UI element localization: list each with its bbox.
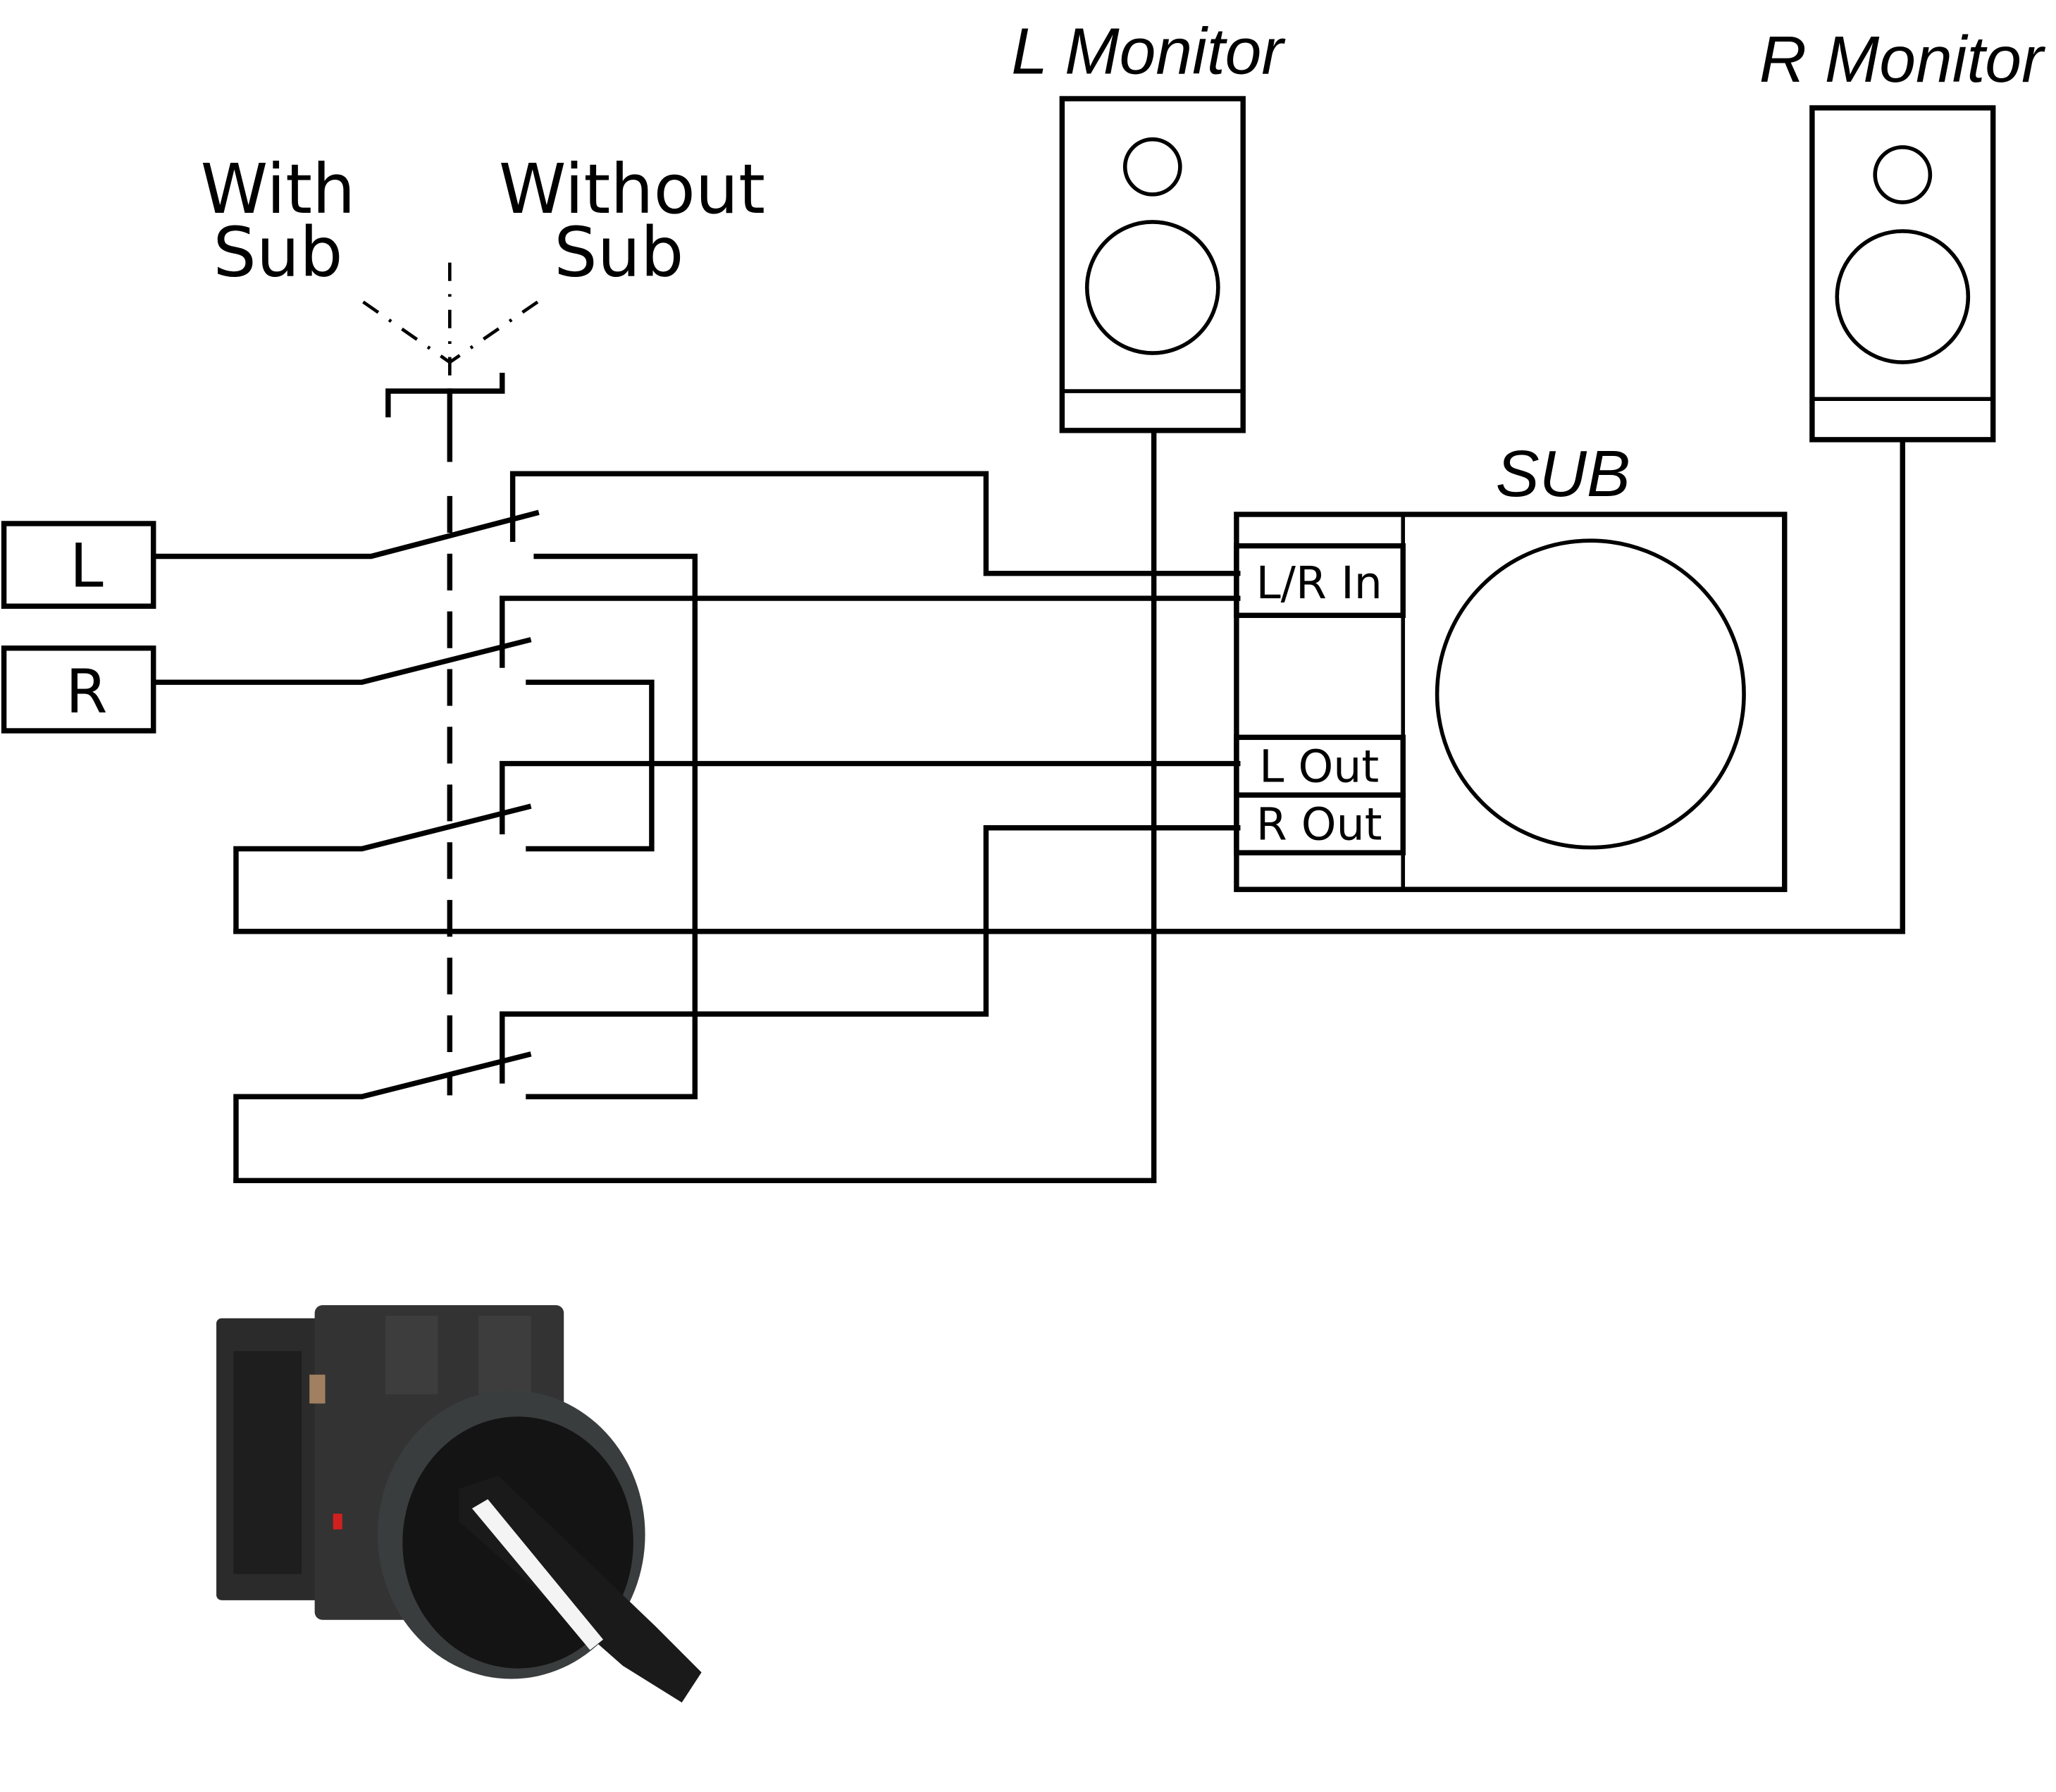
l-monitor-label: L Monitor xyxy=(1011,15,1286,88)
switch-contact-3 xyxy=(233,760,1241,934)
contact-block-face xyxy=(233,1351,302,1574)
without-sub-label-line2: Sub xyxy=(554,212,683,292)
selector-handle xyxy=(459,1476,702,1703)
r-monitor-label: R Monitor xyxy=(1759,23,2046,96)
port-lr-in-box xyxy=(1234,543,1406,618)
input-l-label: L xyxy=(70,531,104,601)
indicator-red xyxy=(333,1514,342,1530)
l-monitor-woofer xyxy=(1084,220,1220,355)
switch-position-labels: With Sub Without Sub xyxy=(201,149,765,292)
selector-actuator-symbol xyxy=(362,262,539,462)
with-sub-position-line xyxy=(362,300,451,364)
with-sub-label-line2: Sub xyxy=(213,212,342,292)
with-sub-label-line1: With xyxy=(201,149,356,229)
subwoofer: SUB L/R In L Out R Out xyxy=(1234,437,1788,892)
port-r-out-box xyxy=(1234,792,1406,855)
port-r-out-label: R Out xyxy=(1256,798,1382,850)
r-monitor: R Monitor xyxy=(1759,23,2046,443)
wire-to-r-monitor xyxy=(233,438,1905,934)
switch-contact-4 xyxy=(233,825,1241,1184)
contact-3-blade xyxy=(233,803,532,934)
input-r-box xyxy=(1,645,156,734)
wire-contact1-nc-to-contact4 xyxy=(526,553,698,1099)
port-lr-in-label: L/R In xyxy=(1256,557,1382,609)
contact-2-blade xyxy=(151,637,532,685)
terminal-screw xyxy=(309,1374,326,1404)
subwoofer-driver xyxy=(1435,538,1746,850)
l-monitor-tweeter xyxy=(1122,137,1182,197)
l-monitor: L Monitor xyxy=(1011,15,1286,433)
input-l-box xyxy=(1,521,156,609)
without-sub-position-line xyxy=(448,300,539,364)
subwoofer-label: SUB xyxy=(1496,437,1630,510)
contact-4-blade xyxy=(233,1051,532,1184)
actuator-bracket xyxy=(385,372,505,418)
l-monitor-cabinet xyxy=(1059,96,1246,433)
handle-white-marker xyxy=(471,1499,604,1650)
input-r: R xyxy=(1,645,156,734)
wire-contact4-to-r-out xyxy=(500,825,1241,1084)
r-monitor-tweeter xyxy=(1873,145,1933,204)
wire-contact2-to-lr-in xyxy=(500,595,1241,668)
contact-1-blade xyxy=(151,509,540,560)
r-monitor-woofer xyxy=(1835,229,1971,364)
clip-right xyxy=(478,1316,531,1395)
wire-contact3-to-l-out xyxy=(500,760,1241,835)
r-monitor-cabinet xyxy=(1809,105,1996,443)
port-l-out-label: L Out xyxy=(1259,741,1379,793)
subwoofer-cabinet xyxy=(1234,512,1788,892)
clip-left xyxy=(385,1316,438,1395)
input-l: L xyxy=(1,521,156,609)
input-r-label: R xyxy=(66,657,107,727)
selector-switch-photo xyxy=(216,1305,702,1703)
wire-contact1-to-lr-in xyxy=(509,471,1241,576)
switch-contact-1 xyxy=(151,471,1241,1099)
without-sub-label-line1: Without xyxy=(499,149,765,229)
wire-to-l-monitor xyxy=(233,428,1157,1184)
